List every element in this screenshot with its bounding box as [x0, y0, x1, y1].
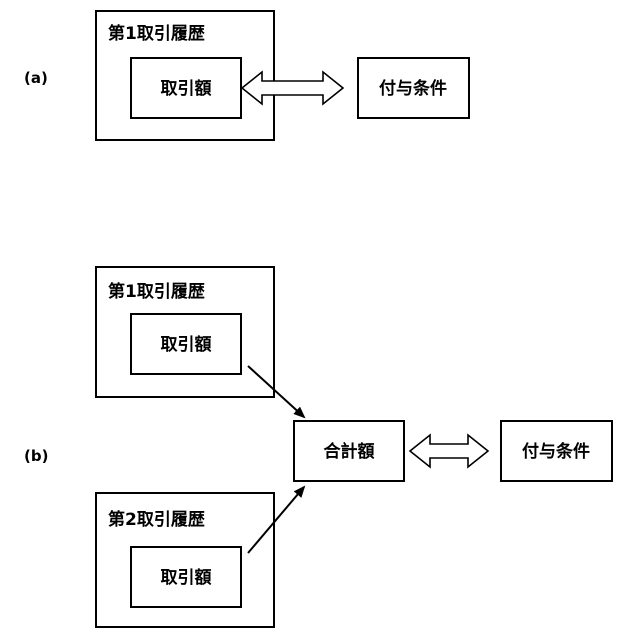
section-b-history2-amount-box: 取引額: [131, 547, 241, 607]
section-b-condition-label: 付与条件: [522, 441, 590, 462]
section-a-label: (a): [24, 69, 48, 87]
section-b-history2-title: 第2取引履歴: [108, 509, 205, 530]
section-a-condition-label: 付与条件: [379, 78, 447, 99]
section-b-double-arrow: [410, 435, 488, 467]
section-a-condition-box: 付与条件: [358, 58, 469, 118]
section-a-amount-box: 取引額: [131, 58, 241, 118]
section-b-condition-box: 付与条件: [501, 421, 612, 481]
section-b-history1-amount-box: 取引額: [131, 314, 241, 374]
section-b-total-box: 合計額: [294, 421, 404, 481]
section-b-history1-title: 第1取引履歴: [108, 281, 205, 302]
section-a-history-title: 第1取引履歴: [108, 23, 205, 44]
section-b-label: (b): [24, 447, 48, 465]
section-b-total-label: 合計額: [324, 441, 375, 462]
section-b-history1-amount-label: 取引額: [161, 334, 212, 355]
section-a-double-arrow: [242, 72, 343, 104]
section-b-history2-amount-label: 取引額: [161, 567, 212, 588]
section-a-amount-label: 取引額: [161, 78, 212, 99]
